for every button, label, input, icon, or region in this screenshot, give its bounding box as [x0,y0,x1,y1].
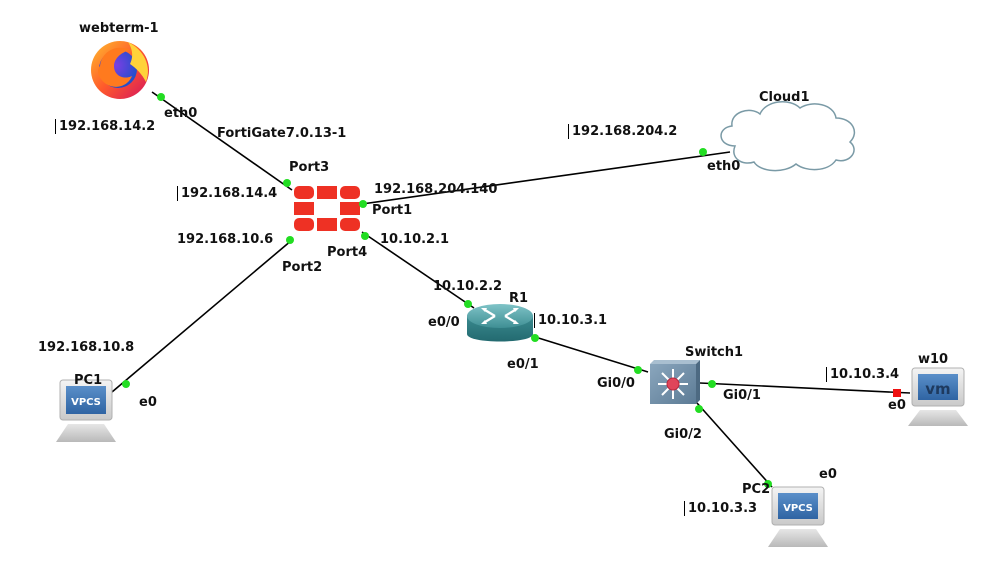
port-dot-fg-port4 [361,232,369,240]
node-label-w10: w10 [918,352,949,367]
switch-icon[interactable] [650,360,700,404]
port-label-fg-port3: Port3 [289,160,330,175]
node-label-pc1: PC1 [74,373,103,388]
port-dot-w10-e0 [893,389,901,397]
link-fortigate-cloud[interactable] [361,151,731,205]
port-dot-cloud-eth0 [699,148,707,156]
ip-note-pc1[interactable]: 192.168.10.8 [38,340,135,355]
ip-note-fg-port2[interactable]: 192.168.10.6 [177,232,274,247]
svg-text:VPCS: VPCS [783,503,813,514]
node-label-r1: R1 [509,291,529,306]
port-dot-sw-gi00 [634,366,642,374]
ip-note-r1-e01[interactable]: 10.10.3.1 [534,313,607,328]
port-label-fg-port1: Port1 [372,203,413,218]
port-dot-pc1-e0 [122,380,130,388]
node-label-webterm: webterm-1 [79,21,159,36]
ip-note-fg-port1[interactable]: 192.168.204.140 [374,182,498,197]
port-label-sw-gi02: Gi0/2 [664,427,702,442]
port-label-fg-port2: Port2 [282,260,323,275]
ip-note-pc2[interactable]: 10.10.3.3 [684,501,757,516]
port-label-pc2-e0: e0 [819,467,837,482]
ip-note-webterm[interactable]: 192.168.14.2 [55,119,155,134]
port-dot-sw-gi01 [708,380,716,388]
port-label-webterm-eth0: eth0 [164,106,198,121]
port-label-sw-gi00: Gi0/0 [597,376,635,391]
link-webterm-fortigate[interactable] [151,91,293,191]
svg-text:VPCS: VPCS [71,397,101,408]
ip-note-cloud[interactable]: 192.168.204.2 [568,124,677,139]
ip-note-fg-port3[interactable]: 192.168.14.4 [177,186,277,201]
port-label-fg-port4: Port4 [327,245,368,260]
port-dot-webterm-eth0 [157,93,165,101]
port-label-r1-e00: e0/0 [428,315,460,330]
port-dot-r1-e00 [464,300,472,308]
port-label-r1-e01: e0/1 [507,357,539,372]
svg-text:vm: vm [925,380,950,398]
link-fortigate-pc1[interactable] [111,239,293,393]
port-indicators [122,93,901,488]
ip-note-w10[interactable]: 10.10.3.4 [826,367,899,382]
fortigate-icon[interactable] [294,186,360,231]
link-r1-switch[interactable] [531,335,649,373]
port-label-cloud-eth0: eth0 [707,159,741,174]
ip-note-r1-e00[interactable]: 10.10.2.2 [433,279,503,294]
link-switch-w10[interactable] [699,382,911,394]
port-dot-pc2-e0 [764,480,772,488]
cloud-icon[interactable] [720,101,856,172]
node-label-cloud: Cloud1 [759,90,810,105]
port-dot-fg-port3 [283,179,291,187]
link-fortigate-r1[interactable] [361,231,475,309]
w10-icon[interactable]: vm [908,367,968,426]
node-label-fortigate: FortiGate7.0.13-1 [217,126,347,141]
ip-note-fg-port4[interactable]: 10.10.2.1 [380,232,450,247]
router-icon[interactable] [467,304,533,342]
port-dot-fg-port2 [286,236,294,244]
firefox-icon[interactable] [91,41,149,99]
port-label-sw-gi01: Gi0/1 [723,388,761,403]
links [111,91,911,488]
node-label-switch: Switch1 [685,345,744,360]
node-label-pc2: PC2 [742,482,771,497]
port-label-w10-e0: e0 [888,398,906,413]
pc2-icon[interactable]: VPCS [768,486,828,547]
pc1-icon[interactable]: VPCS [56,379,116,442]
link-switch-pc2[interactable] [696,402,773,488]
port-label-pc1-e0: e0 [139,395,157,410]
port-dot-sw-gi02 [695,405,703,413]
port-dot-r1-e01 [531,334,539,342]
port-dot-fg-port1 [359,200,367,208]
